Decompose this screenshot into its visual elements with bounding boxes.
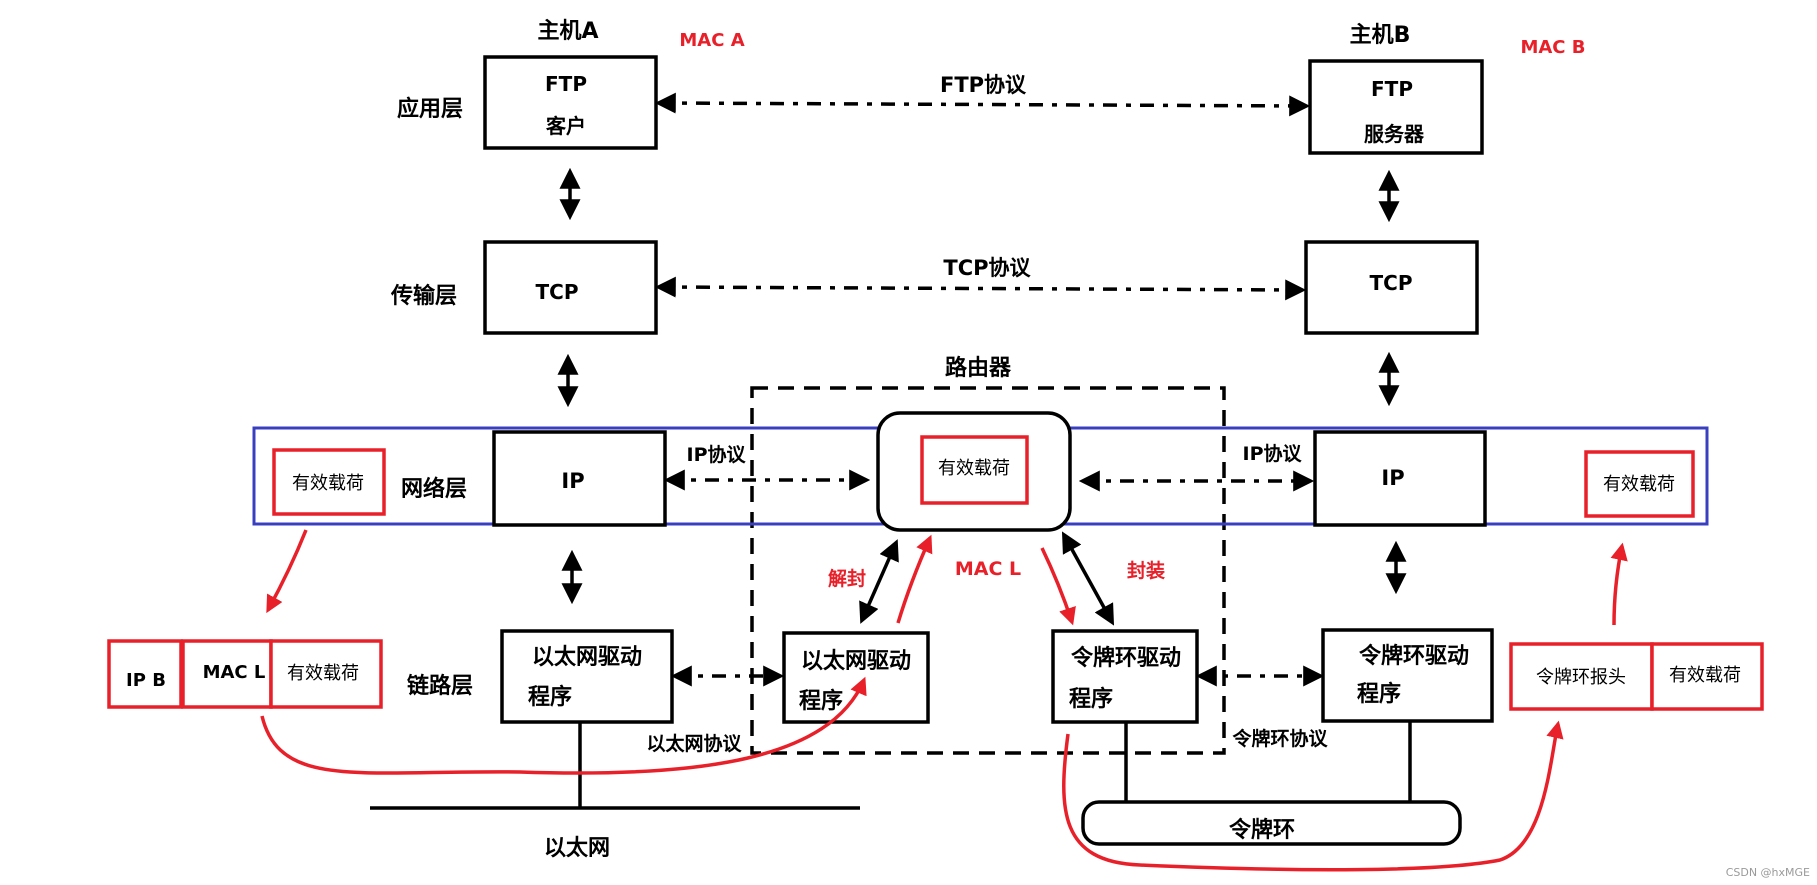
- flow-arrow-tokenframe-to-payload: [1610, 542, 1628, 626]
- token-driver-b-line1: 令牌环驱动: [1359, 643, 1469, 669]
- layer-label-network: 网络层: [401, 476, 467, 502]
- token-driver-router-box: 令牌环驱动 程序: [1051, 629, 1199, 724]
- router-title: 路由器: [945, 355, 1012, 381]
- token-ring-frame-payload: 有效载荷: [1669, 665, 1741, 686]
- eth-driver-a-box: 以太网驱动 程序: [500, 629, 674, 724]
- ftp-client-line2: 客户: [545, 114, 586, 138]
- flow-arrow-payload-to-frame: [266, 529, 308, 614]
- ftp-server-line2: 服务器: [1364, 122, 1425, 146]
- ip-b-box: IP: [1313, 430, 1487, 527]
- token-driver-router-line2: 程序: [1069, 686, 1113, 712]
- ip-protocol-label-right: IP协议: [1243, 442, 1303, 465]
- flow-arrow-router-down: [1040, 547, 1076, 626]
- tcp-protocol-label: TCP协议: [943, 256, 1031, 280]
- router-ip-module: 有效载荷: [876, 411, 1072, 532]
- ethernet-frame-payload: 有效载荷: [287, 663, 359, 684]
- tcp-b-label: TCP: [1370, 271, 1413, 295]
- flow-arrow-frame-to-router: [260, 676, 867, 775]
- eth-driver-router-line2: 程序: [799, 688, 843, 714]
- tcp-a-label: TCP: [536, 280, 579, 304]
- ethernet-frame-ipb: IP B: [126, 670, 166, 691]
- ip-protocol-label-left: IP协议: [687, 443, 747, 466]
- ftp-protocol-arrow: [654, 92, 1311, 117]
- host-b-mac: MAC B: [1520, 37, 1585, 58]
- host-a-title: 主机A: [537, 19, 598, 44]
- eth-driver-router-box: 以太网驱动 程序: [782, 631, 930, 724]
- ftp-server-box: FTP 服务器: [1308, 59, 1484, 155]
- eth-driver-a-line1: 以太网驱动: [532, 645, 642, 670]
- tcp-a-box: TCP: [483, 240, 658, 335]
- token-ring-network-label: 令牌环: [1229, 817, 1295, 843]
- flow-arrow-router-to-tokenframe: [1062, 720, 1564, 872]
- router-decapsulate-label: 解封: [828, 567, 866, 590]
- token-ring-frame-header: 令牌环报头: [1536, 667, 1626, 688]
- token-ring-network: 令牌环: [1081, 800, 1462, 846]
- router-payload-box: [920, 435, 1029, 505]
- ip-b-label: IP: [1381, 466, 1404, 490]
- ftp-protocol-label: FTP协议: [940, 73, 1027, 97]
- ethernet-network-label: 以太网: [544, 836, 610, 861]
- ethernet-frame: IP B MAC L 有效载荷: [107, 639, 383, 709]
- layer-label-transport: 传输层: [390, 283, 457, 309]
- router-ip-to-token-arrow: [1061, 531, 1115, 626]
- router-encapsulate-label: 封装: [1127, 559, 1165, 582]
- token-driver-router-line1: 令牌环驱动: [1071, 645, 1181, 671]
- router-mac-label: MAC L: [955, 558, 1021, 580]
- router-payload-label: 有效载荷: [938, 458, 1010, 479]
- ftp-client-line1: FTP: [545, 72, 587, 96]
- ip-a-label: IP: [561, 469, 584, 493]
- ftp-server-line1: FTP: [1371, 77, 1413, 101]
- watermark: CSDN @hxMGE: [1726, 866, 1810, 879]
- eth-driver-router-line1: 以太网驱动: [801, 649, 911, 674]
- layer-label-link: 链路层: [407, 673, 473, 699]
- router-boundary: [750, 386, 1226, 755]
- token-ring-frame: 令牌环报头 有效载荷: [1509, 642, 1764, 711]
- host-a-mac: MAC A: [679, 30, 744, 51]
- flow-arrow-router-up: [896, 534, 933, 624]
- token-ring-protocol-label: 令牌环协议: [1232, 727, 1328, 750]
- tcp-protocol-arrow: [654, 276, 1307, 301]
- ftp-client-box: FTP 客户: [483, 55, 658, 150]
- token-driver-b-box: 令牌环驱动 程序: [1321, 628, 1494, 723]
- ethernet-protocol-label: 以太网协议: [646, 732, 742, 755]
- token-driver-b-line2: 程序: [1357, 681, 1401, 707]
- eth-driver-a-line2: 程序: [528, 684, 572, 710]
- tcp-b-box: TCP: [1304, 240, 1479, 335]
- router-eth-to-ip-arrow: [859, 539, 899, 624]
- payload-host-b-label: 有效载荷: [1603, 474, 1675, 495]
- host-b-title: 主机B: [1350, 23, 1411, 48]
- ethernet-frame-macl: MAC L: [203, 662, 266, 683]
- payload-host-b: 有效载荷: [1584, 450, 1695, 518]
- layer-label-application: 应用层: [397, 96, 463, 122]
- payload-host-a-label: 有效载荷: [292, 473, 364, 494]
- ip-a-box: IP: [492, 430, 667, 527]
- payload-host-a: 有效载荷: [272, 448, 386, 516]
